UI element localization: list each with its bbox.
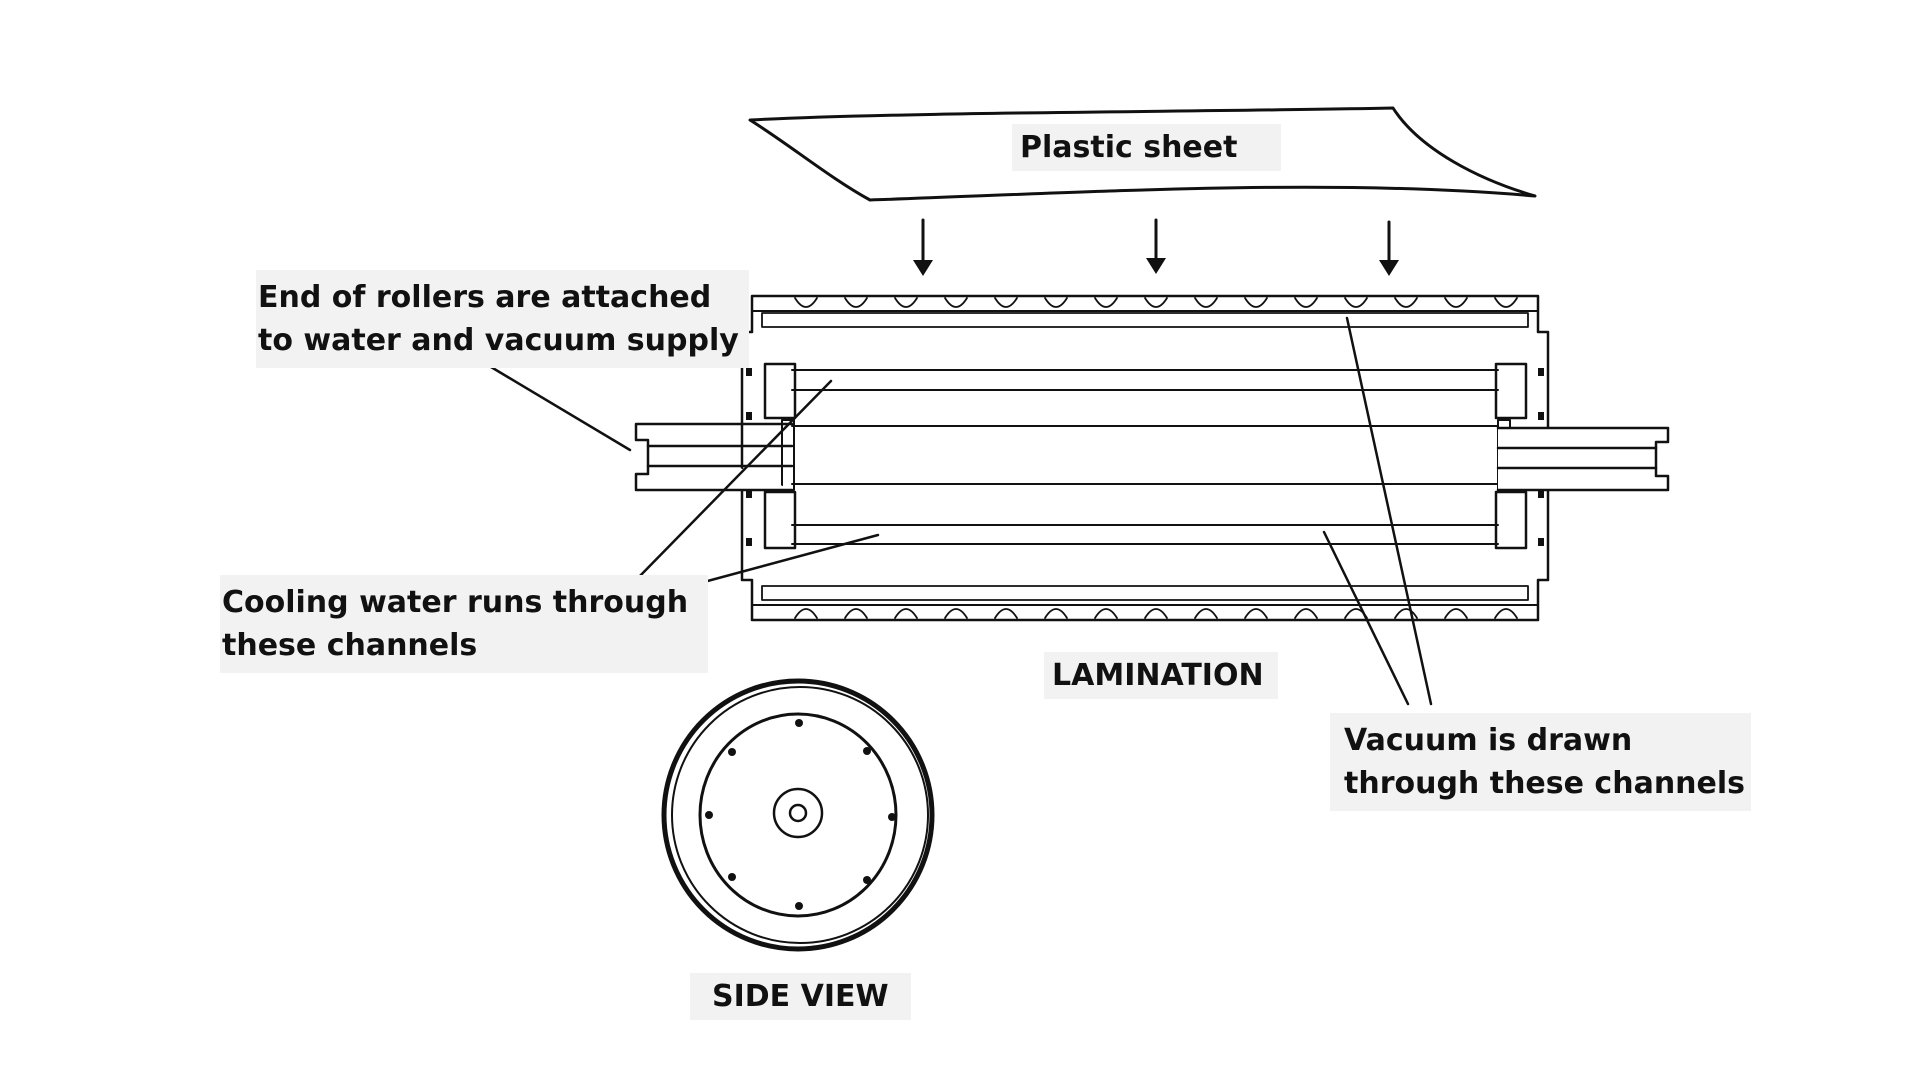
arrow-down-icon	[1379, 220, 1399, 276]
end-rollers-label: End of rollers are attached to water and…	[256, 270, 749, 368]
leader-line-vacuum-top	[1345, 316, 1433, 706]
arrow-down-icon	[913, 218, 933, 276]
end-rollers-label-line-1: End of rollers are attached	[258, 280, 712, 315]
cooling-label-line-1: Cooling water runs through	[222, 585, 689, 620]
plastic-sheet-label: Plastic sheet	[1012, 124, 1282, 171]
cooling-channels-label: Cooling water runs through these channel…	[220, 575, 709, 673]
vacuum-cups-bottom	[794, 608, 1518, 619]
plastic-sheet-label-text: Plastic sheet	[1020, 130, 1238, 165]
left-shaft	[634, 422, 794, 492]
vacuum-label-line-1: Vacuum is drawn	[1344, 723, 1633, 758]
right-shaft	[1496, 426, 1670, 492]
leader-line-end-rollers	[484, 362, 632, 452]
side-view-label-text: SIDE VIEW	[712, 979, 889, 1014]
vacuum-cups-top	[794, 297, 1518, 308]
leader-line-vacuum-bottom	[1322, 530, 1410, 706]
roller-body	[740, 294, 1550, 622]
vacuum-channels-label: Vacuum is drawn through these channels	[1330, 713, 1752, 811]
cooling-label-line-2: these channels	[222, 628, 478, 663]
side-view-label: SIDE VIEW	[690, 973, 911, 1020]
vacuum-label-line-2: through these channels	[1344, 766, 1746, 801]
end-rollers-label-line-2: to water and vacuum supply	[258, 323, 739, 358]
lamination-label: LAMINATION	[1044, 652, 1278, 699]
side-view-roller	[661, 678, 935, 952]
lamination-label-text: LAMINATION	[1052, 658, 1264, 693]
arrow-down-icon	[1146, 218, 1166, 274]
leader-line-cooling-upper	[634, 379, 833, 582]
